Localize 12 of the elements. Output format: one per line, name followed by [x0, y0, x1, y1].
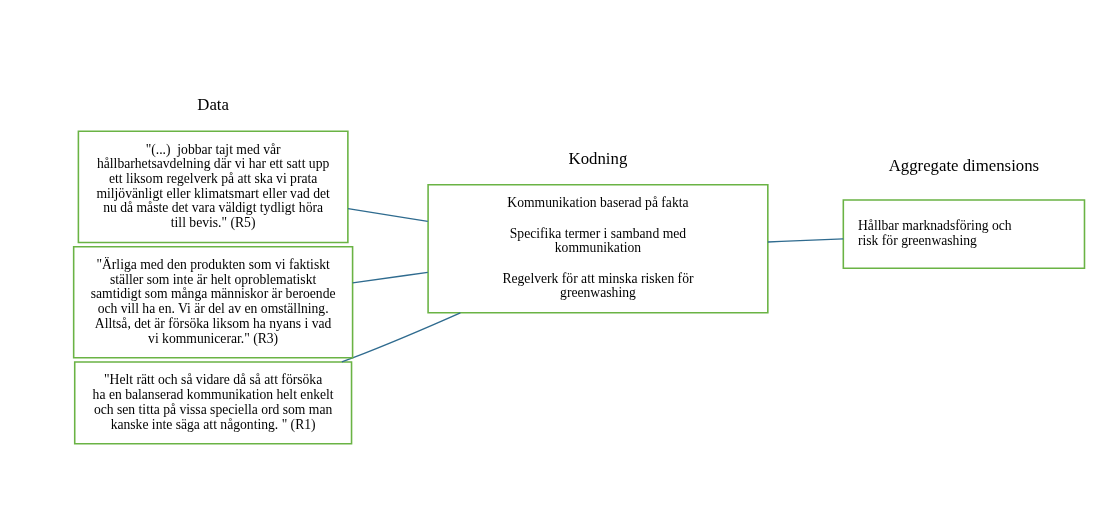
- node-box: Kommunikation baserad på fakta Specifika termer i samband med kommunikation Regelverk för att minska risken för greenwashing: [427, 184, 769, 314]
- connector: [767, 238, 844, 243]
- node-box: Hållbar marknadsföring och risk för greenwashing: [842, 199, 1086, 269]
- label: Aggregate dimensions: [888, 155, 1040, 175]
- connector: [351, 271, 429, 284]
- label: Data: [197, 95, 229, 115]
- node-box: "(...) jobbar tajt med vår hållbarhetsavdelning där vi har ett satt upp ett liksom regelverk på att ska vi prata miljövänligt eller klimatsmart eller vad det nu då måste det vara väldigt tydligt höra till bevis." (R5): [77, 130, 349, 244]
- label: Kodning: [568, 148, 628, 168]
- node-box: "Ärliga med den produkten som vi faktiskt ställer som inte är helt oproblematiskt samtidigt som många människor är beroende och vill ha en. Vi är del av en omställning. Alltså, det är försöka liksom ha nyans i vad vi kommunicerar." (R3): [72, 245, 354, 359]
- connector: [341, 312, 462, 363]
- node-box: "Helt rätt och så vidare då så att försöka ha en balanserad kommunikation helt enkelt och sen titta på vissa speciella ord som man kanske inte säga att någonting. " (R1): [73, 361, 353, 445]
- connector: [347, 207, 429, 223]
